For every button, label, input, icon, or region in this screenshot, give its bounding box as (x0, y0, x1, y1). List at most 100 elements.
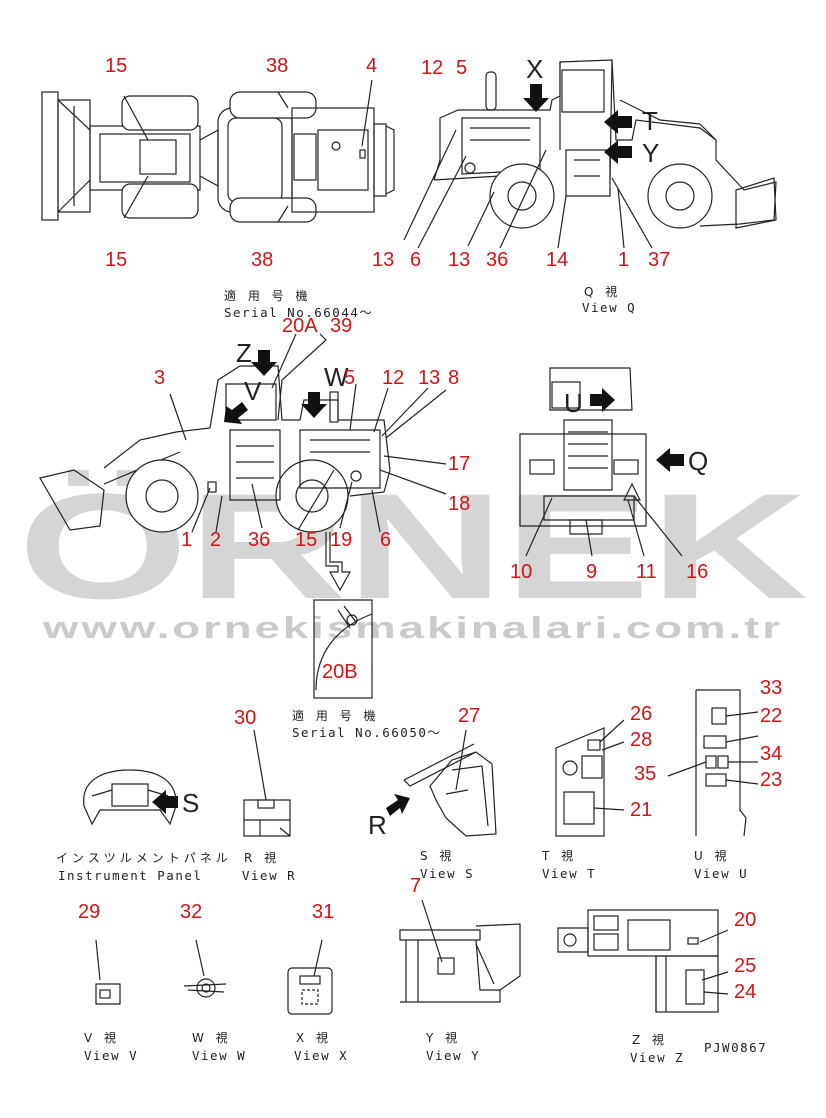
callout-top-15b: 15 (105, 249, 127, 271)
callout-v20: 20 (734, 909, 756, 931)
view-letter-w: W (324, 362, 349, 392)
callout-r-10: 10 (510, 561, 532, 583)
callout-v23: 23 (760, 769, 782, 791)
callout-q-14: 14 (546, 249, 568, 271)
arrow-x (523, 84, 549, 112)
view-q-caption-jp: Q 視 (584, 284, 621, 299)
view-s-drawing (403, 743, 497, 837)
view-v-caption-jp: V 視 (84, 1030, 120, 1045)
callout-v25: 25 (734, 955, 756, 977)
callout-s-13: 13 (418, 367, 440, 389)
callout-top-38b: 38 (251, 249, 273, 271)
callout-r-11: 11 (636, 561, 657, 583)
leaders-view-t (593, 719, 625, 811)
view-y-drawing (399, 923, 521, 1003)
callout-v35: 35 (634, 763, 656, 785)
view-y-caption: View Y (426, 1048, 480, 1063)
instrument-panel-drawing (83, 769, 177, 826)
leaders-rear-view (525, 495, 683, 557)
view-w-drawing (183, 939, 227, 998)
callout-s-36: 36 (248, 529, 270, 551)
arrow-y (604, 140, 632, 164)
callout-v22: 22 (760, 705, 782, 727)
callout-s-20a: 20A (282, 315, 318, 337)
view-x-caption-jp: X 視 (296, 1030, 332, 1045)
view-z-caption: View Z (630, 1050, 684, 1065)
callout-s-12: 12 (382, 367, 404, 389)
arrow-q (656, 448, 684, 472)
callout-s-6: 6 (380, 529, 391, 551)
callout-v29: 29 (78, 901, 100, 923)
callout-s-8: 8 (448, 367, 459, 389)
serial-2: Serial No.66050～ (292, 725, 441, 740)
arrow-z (251, 350, 277, 376)
view-v-caption: View V (84, 1048, 138, 1063)
callout-v7: 7 (410, 875, 421, 897)
view-s-caption: View S (420, 866, 474, 881)
view-t-drawing (555, 727, 605, 837)
callout-v26: 26 (630, 703, 652, 725)
callout-v33: 33 (760, 677, 782, 699)
view-r-drawing (243, 799, 291, 837)
callout-s-3: 3 (154, 367, 165, 389)
view-letter-q: Q (688, 446, 708, 476)
callout-v34: 34 (760, 743, 782, 765)
callout-v31: 31 (312, 901, 334, 923)
leader-v30 (253, 729, 267, 801)
callout-r-9: 9 (586, 561, 597, 583)
callout-top-38a: 38 (266, 55, 288, 77)
view-letter-u: U (564, 388, 583, 418)
drawing-number: PJW0867 (704, 1040, 767, 1055)
view-w-caption-jp: W 視 (192, 1030, 232, 1045)
view-q-loader-drawing (433, 59, 777, 229)
arrow-r (386, 794, 410, 816)
callout-r-16: 16 (686, 561, 708, 583)
callout-q-36: 36 (486, 249, 508, 271)
view-letter-v: V (244, 376, 262, 406)
view-letter-s: S (182, 788, 199, 818)
callout-s-39: 39 (330, 315, 352, 337)
callout-s-17: 17 (448, 453, 470, 475)
callout-q-12: 12 (421, 57, 443, 79)
serial-2-jp: 適 用 号 機 (292, 708, 379, 723)
leaders-view-u (667, 711, 759, 785)
view-s-caption-jp: S 視 (420, 848, 455, 863)
rear-view-drawing (519, 367, 647, 535)
leaders-view-q (403, 129, 653, 249)
view-r-caption-jp: R 視 (244, 850, 280, 865)
callout-v32: 32 (180, 901, 202, 923)
callout-s-2: 2 (210, 529, 221, 551)
side-view-loader-drawing (39, 365, 391, 533)
callout-d-20b: 20B (322, 661, 358, 683)
view-u-caption: View U (694, 866, 748, 881)
watermark-url: www.ornekismakinalari.com.tr (42, 610, 783, 645)
view-letter-r: R (368, 810, 387, 840)
callout-top-15a: 15 (105, 55, 127, 77)
callout-q-37: 37 (648, 249, 670, 271)
instrument-caption: Instrument Panel (58, 868, 202, 883)
instrument-caption-jp: インスツルメントパネル (56, 851, 232, 865)
view-q-caption: View Q (582, 300, 636, 315)
callout-s-5: 5 (344, 367, 355, 389)
view-x-drawing (287, 939, 333, 1015)
callout-q-1: 1 (618, 249, 629, 271)
leaders-view-z (699, 929, 729, 995)
leader-v7 (421, 899, 443, 963)
arrow-u (590, 388, 615, 412)
arrow-v (224, 402, 248, 424)
leader-v27 (455, 729, 467, 791)
arrow-s (152, 790, 178, 814)
leaders-side-view (169, 333, 447, 533)
view-letter-x: X (526, 54, 543, 84)
detail-20b-pointer (325, 532, 352, 592)
view-letter-y: Y (642, 138, 659, 168)
callout-v24: 24 (734, 981, 756, 1003)
callout-top-4: 4 (366, 55, 377, 77)
view-z-caption-jp: Z 視 (632, 1032, 668, 1047)
top-view-drawing (41, 79, 395, 223)
callout-q-5: 5 (456, 57, 467, 79)
detail-20b-drawing (313, 599, 373, 699)
callout-q-6: 6 (410, 249, 421, 271)
view-v-drawing (95, 939, 121, 1005)
